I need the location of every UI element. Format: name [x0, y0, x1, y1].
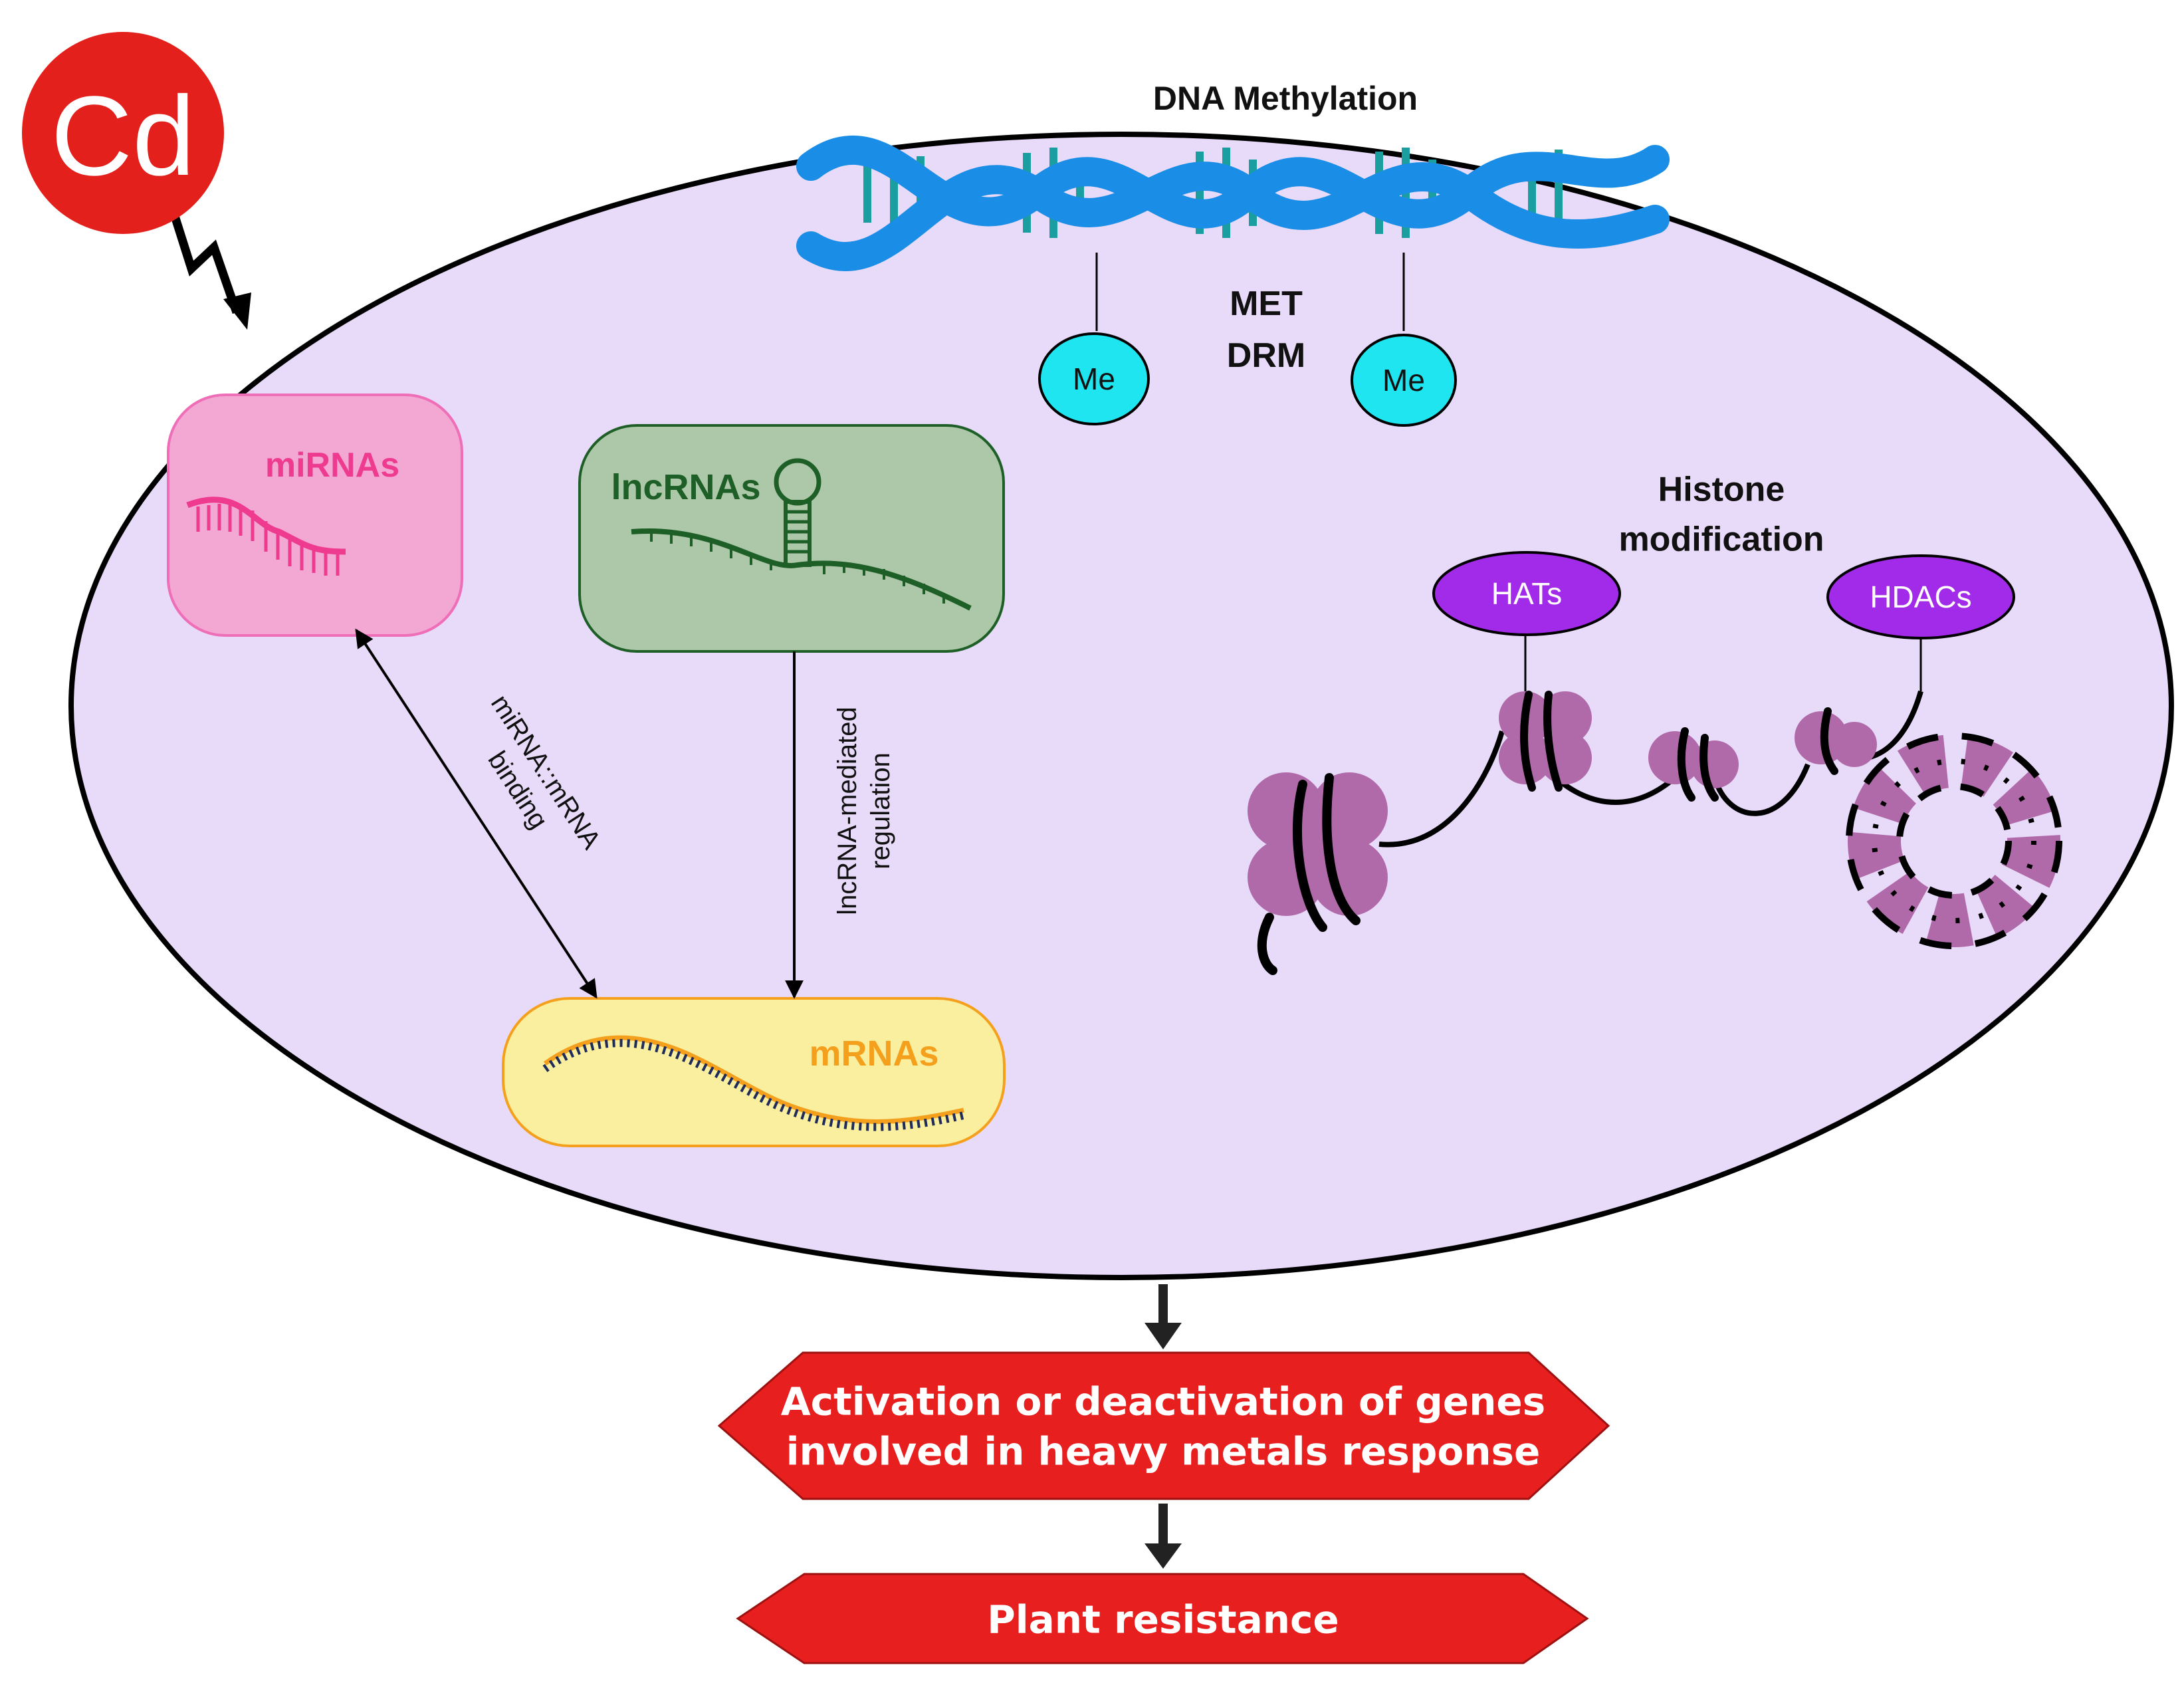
methyl-label-1: Me	[1073, 362, 1115, 396]
hats-enzyme	[1432, 551, 1621, 636]
mirnas-box	[167, 394, 463, 637]
mrnas-box	[502, 997, 1006, 1147]
hdacs-enzyme	[1826, 554, 2015, 639]
drm-enzyme-label: DRM	[1226, 336, 1306, 375]
hdacs-label: HDACs	[1870, 580, 1972, 614]
histone-modification-title: Histone modification	[1618, 470, 1824, 559]
mirna-binding-arrow	[355, 628, 598, 999]
dna-helix-icon	[796, 135, 1670, 271]
cd-badge	[22, 32, 224, 234]
lncrnas-box	[578, 424, 1005, 653]
lncrna-regulation-label: lncRNA-mediated regulation	[833, 707, 895, 915]
hats-label: HATs	[1491, 576, 1563, 611]
mrna-strand-icon	[542, 1035, 965, 1131]
mirnas-label: miRNAs	[265, 446, 400, 485]
plant-resistance-hexagon	[736, 1573, 1589, 1664]
cell-membrane	[68, 132, 2174, 1280]
plant-resistance-label: Plant resistance	[987, 1597, 1339, 1642]
lightning-bolt-icon	[169, 213, 241, 314]
activation-label: Activation or deactivation of genes invo…	[780, 1379, 1546, 1474]
activation-hexagon	[717, 1351, 1610, 1500]
cd-label: Cd	[51, 73, 195, 199]
methyl-group-1	[1038, 332, 1150, 425]
lncrnas-label: lncRNAs	[611, 467, 761, 507]
mirna-strand-icon	[186, 497, 346, 576]
methyl-label-2: Me	[1382, 363, 1425, 397]
chromatin-icon	[1248, 635, 2062, 975]
lncrna-strand-icon	[631, 458, 972, 611]
met-enzyme-label: MET	[1230, 284, 1303, 323]
mrnas-label: mRNAs	[809, 1034, 939, 1073]
dna-methylation-title: DNA Methylation	[1152, 80, 1418, 117]
methyl-group-2	[1351, 334, 1457, 427]
